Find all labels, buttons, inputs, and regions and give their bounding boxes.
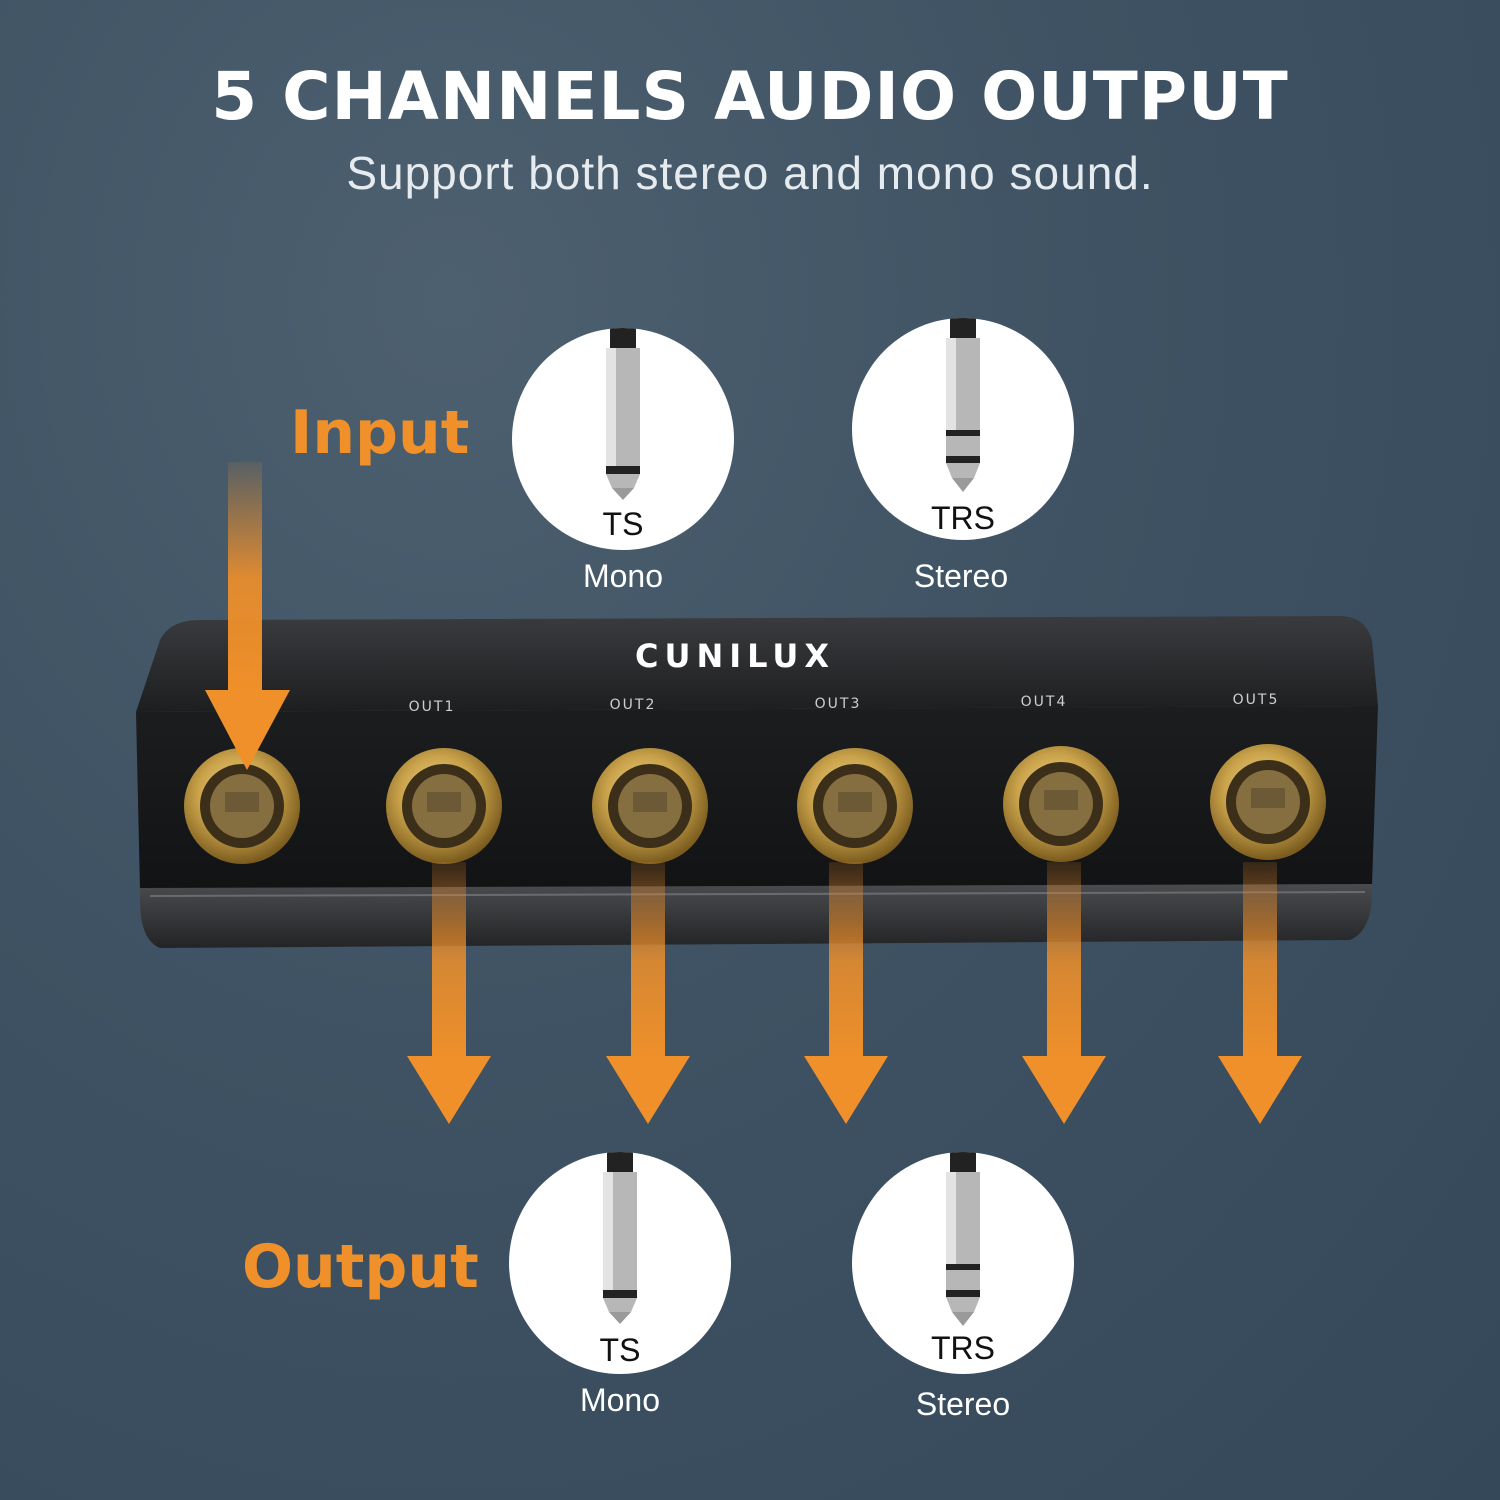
trs-plug-circle-input: TRS	[852, 318, 1074, 540]
jack-out5[interactable]	[1210, 744, 1326, 860]
plug-type-label: TRS	[931, 500, 995, 536]
ts-plug-circle-input: TS	[512, 328, 734, 550]
trs-plug-icon	[946, 318, 980, 492]
input-arrow	[205, 462, 290, 770]
jack-out1[interactable]	[386, 748, 502, 864]
jack-out3[interactable]	[797, 748, 913, 864]
jack-input[interactable]	[184, 748, 300, 864]
subheadline: Support both stereo and mono sound.	[346, 147, 1154, 199]
output-arrow-5	[1218, 862, 1302, 1124]
trs-plug-icon	[946, 1152, 980, 1326]
plug-mode-label: Stereo	[913, 558, 1009, 594]
output-arrow-4	[1022, 862, 1106, 1124]
plug-mode-label: Stereo	[915, 1386, 1011, 1422]
output-arrow-1	[407, 862, 491, 1124]
plug-mode-label: Mono	[582, 558, 664, 594]
port-label-out4: OUT4	[1021, 694, 1068, 710]
port-label-out5: OUT5	[1233, 692, 1280, 708]
ts-plug-icon	[603, 1152, 637, 1324]
plug-type-label: TS	[602, 506, 644, 542]
port-label-out2: OUT2	[610, 697, 657, 713]
device-top-face	[136, 616, 1378, 712]
ts-plug-circle-output: TS	[509, 1152, 731, 1374]
output-arrow-2	[606, 862, 690, 1124]
trs-plug-circle-output: TRS	[852, 1152, 1074, 1374]
plug-type-label: TS	[599, 1332, 641, 1368]
port-label-out1: OUT1	[409, 699, 456, 715]
jack-out4[interactable]	[1003, 746, 1119, 862]
plug-mode-label: Mono	[579, 1382, 661, 1418]
jack-out2[interactable]	[592, 748, 708, 864]
device-front-face	[136, 706, 1378, 890]
input-label: Input	[290, 398, 470, 468]
output-label: Output	[242, 1232, 479, 1302]
port-label-out3: OUT3	[815, 696, 862, 712]
ts-plug-icon	[606, 328, 640, 500]
brand-logo: CUNILUX	[635, 637, 835, 675]
output-arrow-3	[804, 862, 888, 1124]
plug-type-label: TRS	[931, 1330, 995, 1366]
headline: 5 CHANNELS AUDIO OUTPUT	[211, 58, 1289, 135]
